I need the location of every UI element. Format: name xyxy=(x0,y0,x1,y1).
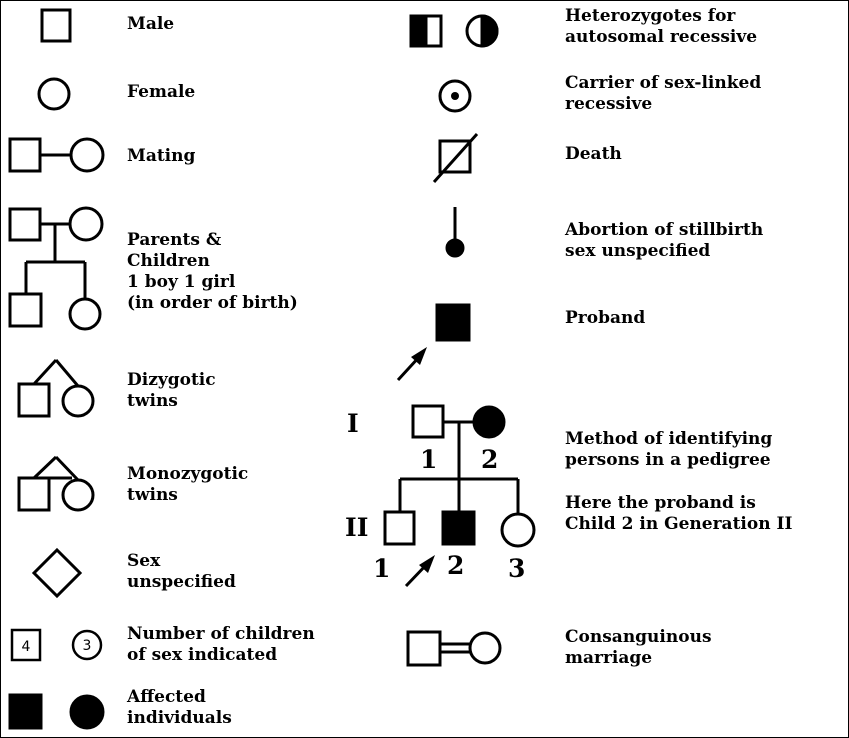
death-symbol xyxy=(432,132,479,184)
affected-male-symbol xyxy=(8,693,43,730)
pedigree-arrow-icon xyxy=(404,555,435,588)
mating-symbol xyxy=(8,137,105,173)
dizygotic-twins-symbol xyxy=(17,358,95,418)
proband-arrow-icon xyxy=(396,347,427,382)
parents-children-label: Parents & Children 1 boy 1 girl (in orde… xyxy=(127,230,298,313)
male-square-symbol xyxy=(40,8,72,43)
affected-label: Affected individuals xyxy=(127,687,232,728)
gen2-person1-number: 1 xyxy=(373,554,391,583)
diamond-symbol xyxy=(31,547,83,599)
abortion-symbol xyxy=(445,207,465,258)
count-circle-symbol xyxy=(71,629,103,661)
mating-label: Mating xyxy=(127,146,196,166)
gen2-person3-number: 3 xyxy=(508,554,526,583)
gen2-person2-number: 2 xyxy=(447,551,465,580)
number-children-label: Number of children of sex indicated xyxy=(127,624,315,665)
monozygotic-label: Monozygotic twins xyxy=(127,464,249,505)
monozygotic-twins-symbol xyxy=(17,455,95,512)
gen1-person1-number: 1 xyxy=(420,445,438,474)
carrier-symbol xyxy=(438,79,472,113)
proband-label: Proband xyxy=(565,308,646,328)
here-proband-label: Here the proband is Child 2 in Generatio… xyxy=(565,493,793,534)
parents-children-symbol xyxy=(8,206,104,331)
carrier-label: Carrier of sex-linked recessive xyxy=(565,73,762,114)
pedigree-example xyxy=(383,404,536,548)
proband-symbol xyxy=(435,303,471,342)
male-label: Male xyxy=(127,14,175,34)
affected-female-symbol xyxy=(69,694,105,730)
death-label: Death xyxy=(565,144,622,164)
method-label: Method of identifying persons in a pedig… xyxy=(565,429,773,470)
consanguineous-label: Consanguinous marriage xyxy=(565,627,712,668)
count-square-symbol xyxy=(10,628,42,662)
male-count-text: 4 xyxy=(22,639,31,655)
heterozygote-female-symbol xyxy=(465,14,499,48)
sex-unspecified-label: Sex unspecified xyxy=(127,551,236,592)
heterozygote-male-symbol xyxy=(409,14,443,48)
female-count-text: 3 xyxy=(83,638,92,654)
female-circle-symbol xyxy=(37,77,71,111)
generation-two-label: II xyxy=(345,513,369,542)
female-label: Female xyxy=(127,82,196,102)
gen1-person2-number: 2 xyxy=(481,445,499,474)
dizygotic-label: Dizygotic twins xyxy=(127,370,216,411)
generation-one-label: I xyxy=(347,409,359,438)
consanguineous-symbol xyxy=(406,630,502,667)
heterozygotes-label: Heterozygotes for autosomal recessive xyxy=(565,6,758,47)
abortion-label: Abortion of stillbirth sex unspecified xyxy=(565,220,764,261)
